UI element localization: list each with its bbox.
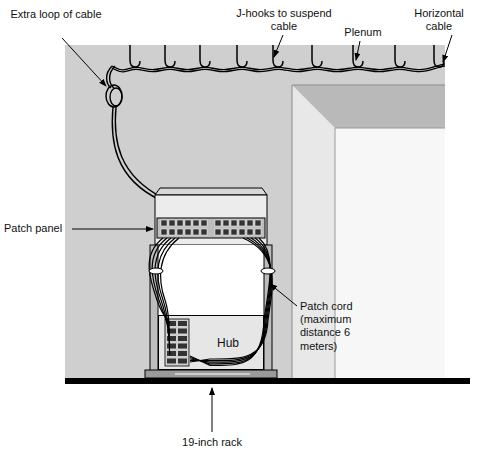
patch-port [223, 220, 229, 226]
cable-ties [149, 268, 275, 274]
patch-port [185, 229, 191, 235]
callout-label: J-hooks to suspend cable [236, 7, 332, 33]
patch-port [161, 229, 167, 235]
hub-port [178, 336, 187, 341]
patch-port [215, 229, 221, 235]
patch-port [239, 220, 245, 226]
patch-cord [190, 238, 271, 364]
patch-cord [161, 238, 179, 355]
hub-port [167, 359, 176, 364]
j-hooks [112, 45, 445, 72]
cable-drop [106, 66, 163, 200]
doorway [292, 85, 445, 380]
patch-port [215, 220, 221, 226]
callout-label: Horizontal cable [404, 7, 474, 33]
callout-label: 19-inch rack [160, 436, 264, 449]
callout-label: Plenum [338, 26, 388, 39]
patch-port [185, 220, 191, 226]
patch-cords [149, 238, 272, 365]
patch-port [231, 229, 237, 235]
callout-label: Patch cord (maximum distance 6 meters) [300, 300, 374, 353]
patch-port [223, 229, 229, 235]
j-hook [237, 45, 247, 67]
device-label: Hub [217, 336, 239, 350]
hub-port [178, 329, 187, 334]
hub-device: Hub [158, 315, 264, 370]
patch-port [177, 229, 183, 235]
hub-port [167, 344, 176, 349]
hub-port [178, 359, 187, 364]
leader-lines [62, 35, 452, 432]
callout-label: Extra loop of cable [10, 8, 102, 21]
j-hook [165, 45, 175, 67]
hub-port [178, 351, 187, 356]
wall [65, 45, 445, 380]
patch-port [169, 220, 175, 226]
j-hook [130, 45, 140, 67]
j-hook [434, 45, 444, 67]
patch-port [193, 220, 199, 226]
patch-port [201, 229, 207, 235]
patch-cord [190, 238, 272, 361]
patch-cord [190, 238, 270, 365]
patch-panel [155, 188, 267, 245]
patch-port [169, 229, 175, 235]
patch-port [231, 220, 237, 226]
patch-cord [190, 238, 271, 362]
patch-port [177, 220, 183, 226]
hub-port [178, 344, 187, 349]
patch-port [201, 220, 207, 226]
patch-port [193, 229, 199, 235]
patch-port [247, 229, 253, 235]
hub-port [178, 321, 187, 326]
j-hook [395, 45, 405, 67]
patch-port [255, 229, 261, 235]
patch-cord [158, 238, 175, 347]
patch-port [247, 220, 253, 226]
j-hook [312, 45, 322, 67]
j-hook [200, 45, 210, 67]
patch-port [239, 229, 245, 235]
callout-label: Patch panel [4, 222, 70, 235]
patch-port [161, 220, 167, 226]
patch-port [255, 220, 261, 226]
hub-port [167, 351, 176, 356]
horizontal-cable [112, 66, 445, 72]
floor [65, 378, 470, 384]
